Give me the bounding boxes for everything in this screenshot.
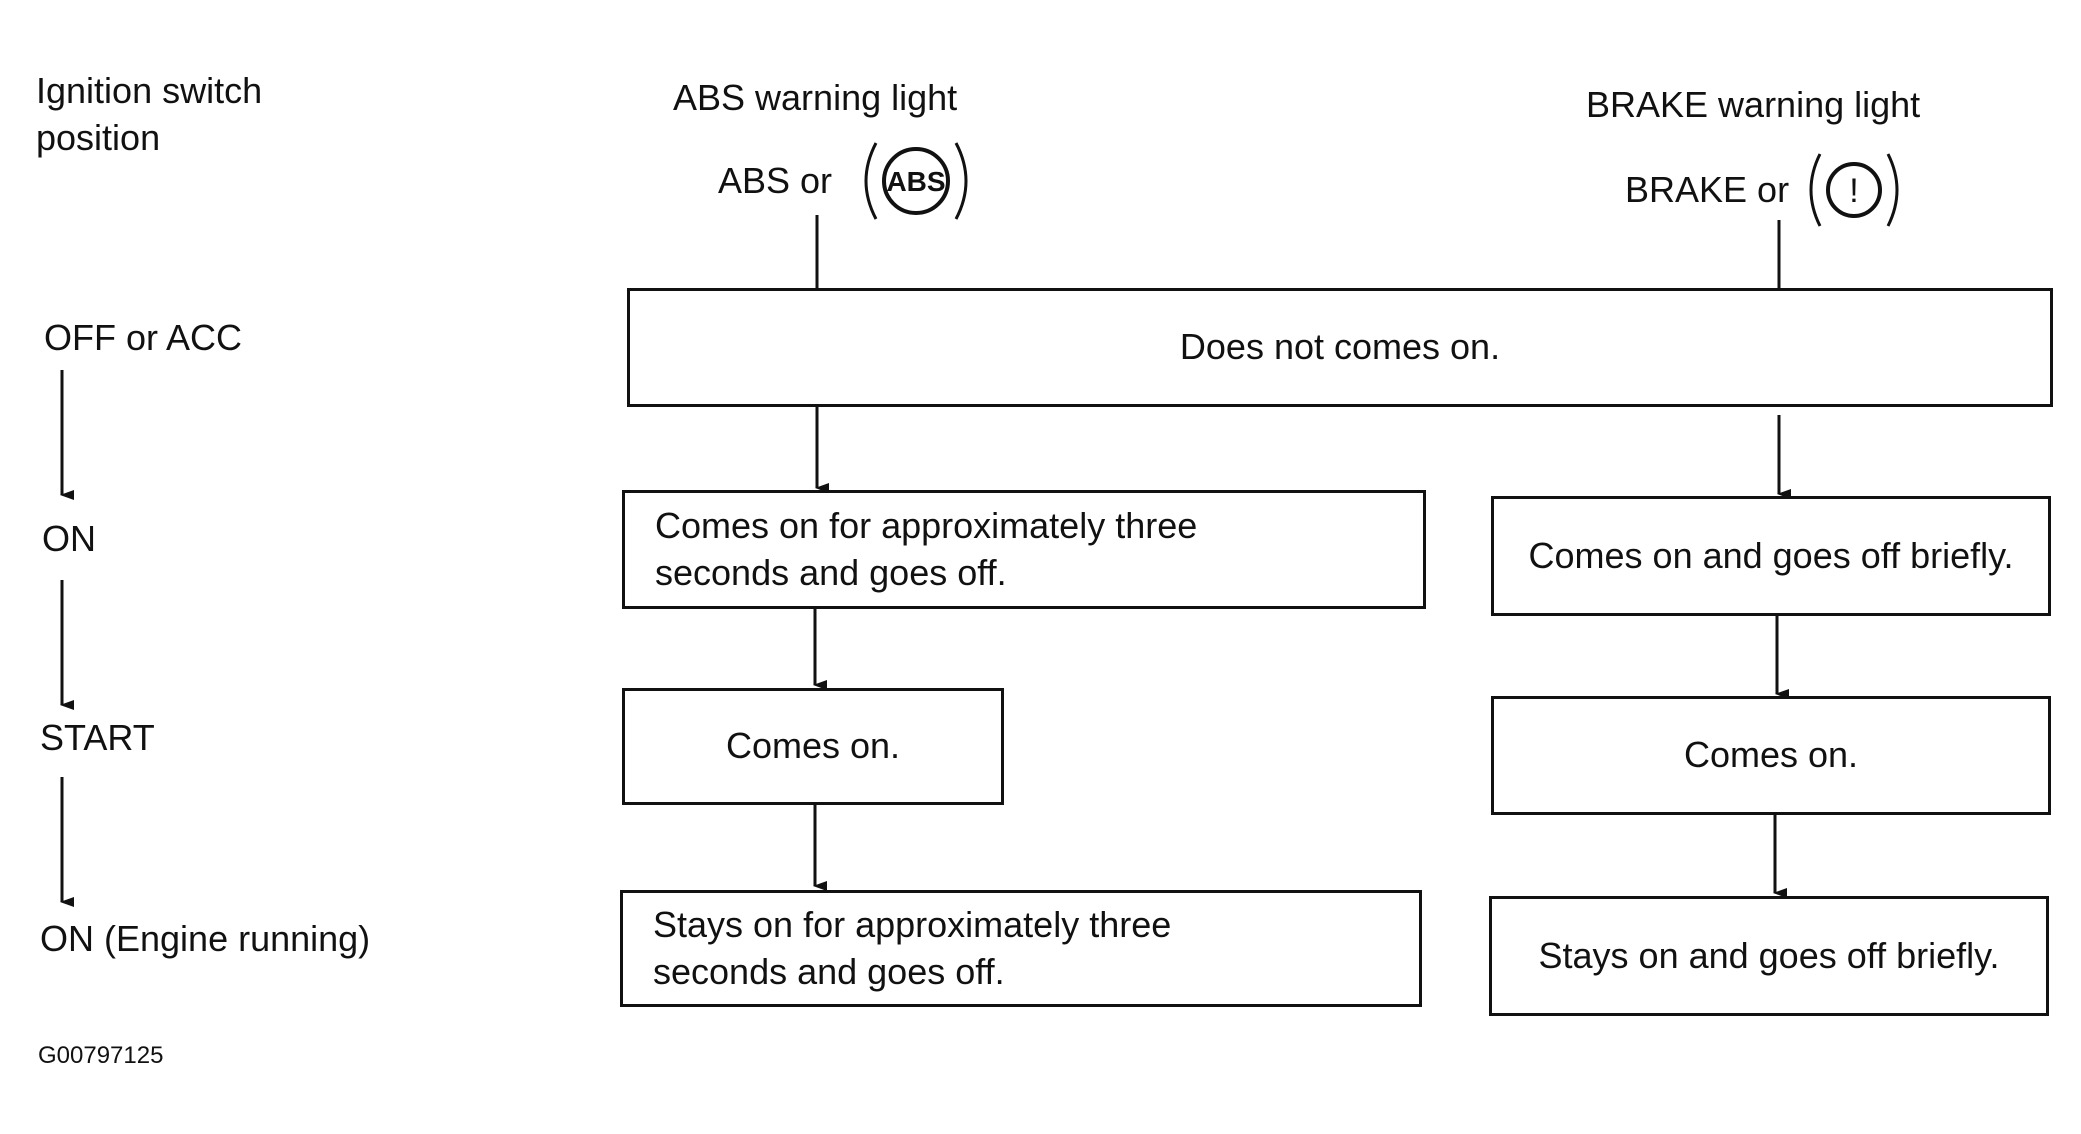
brake-indicator-label: BRAKE or xyxy=(1625,169,1790,210)
position-label-engine-running: ON (Engine running) xyxy=(40,918,371,959)
brake-state-running-text: Stays on and goes off briefly. xyxy=(1538,934,2000,976)
figure-id: G00797125 xyxy=(38,1042,164,1069)
combined-state-box: Does not comes on. xyxy=(627,288,2053,407)
svg-text:!: ! xyxy=(1849,172,1858,210)
abs-state-running-box: Stays on for approximately three seconds… xyxy=(620,890,1422,1007)
combined-state-text: Does not comes on. xyxy=(1179,326,1501,368)
abs-warning-icon: ABS xyxy=(856,135,976,232)
abs-state-on-text: Comes on for approximately three seconds… xyxy=(655,504,1198,593)
abs-state-start-text: Comes on. xyxy=(725,725,901,767)
abs-light-header: ABS warning light xyxy=(673,77,958,118)
abs-state-on-box: Comes on for approximately three seconds… xyxy=(622,490,1426,609)
brake-light-header: BRAKE warning light xyxy=(1586,84,1921,125)
brake-state-on-text: Comes on and goes off briefly. xyxy=(1528,534,2014,576)
ignition-position-header: Ignition switch position xyxy=(36,70,263,158)
brake-state-on-box: Comes on and goes off briefly. xyxy=(1491,496,2051,616)
position-label-start: START xyxy=(40,717,155,758)
abs-state-running-text: Stays on for approximately three seconds… xyxy=(653,903,1172,992)
position-label-off-acc: OFF or ACC xyxy=(44,317,243,358)
brake-state-start-box: Comes on. xyxy=(1491,696,2051,815)
svg-text:ABS: ABS xyxy=(886,166,945,197)
brake-warning-icon: ! xyxy=(1802,146,1906,239)
brake-state-running-box: Stays on and goes off briefly. xyxy=(1489,896,2049,1016)
position-label-on: ON xyxy=(42,518,96,559)
brake-state-start-text: Comes on. xyxy=(1683,734,1859,776)
abs-indicator-label: ABS or xyxy=(718,160,833,201)
abs-state-start-box: Comes on. xyxy=(622,688,1004,805)
